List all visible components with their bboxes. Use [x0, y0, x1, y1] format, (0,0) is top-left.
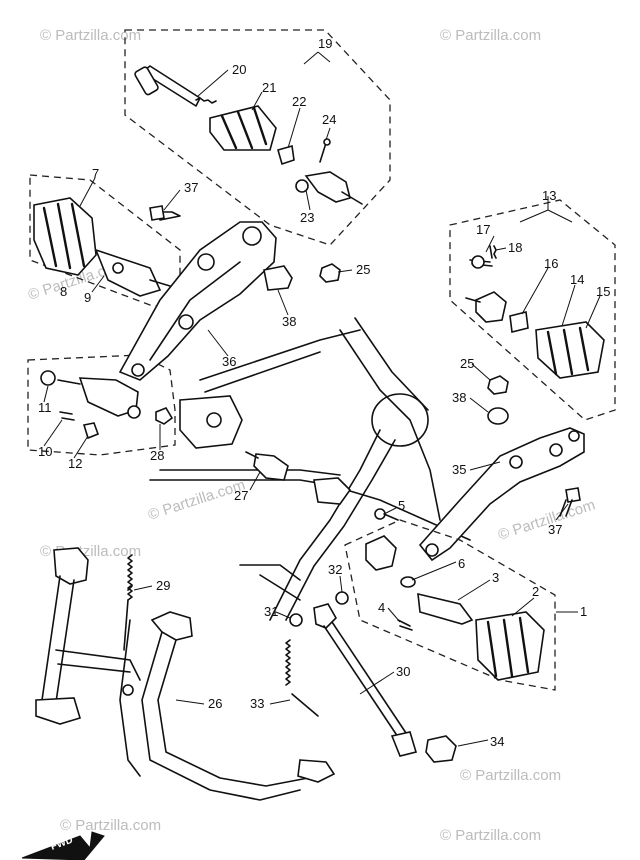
- part-label: 38: [452, 390, 466, 405]
- part-label: 29: [156, 578, 170, 593]
- group-13: [449, 199, 616, 421]
- part-label: 20: [232, 62, 246, 77]
- part-label: 7: [92, 166, 99, 181]
- part-label: 34: [490, 734, 504, 749]
- part-label: 25: [460, 356, 474, 371]
- part-label: 25: [356, 262, 370, 277]
- part-label: 3: [492, 570, 499, 585]
- part-label: 2: [532, 584, 539, 599]
- part-label: 26: [208, 696, 222, 711]
- fwd-arrow: FWD: [21, 831, 105, 860]
- part-label: 17: [476, 222, 490, 237]
- part-label: 9: [84, 290, 91, 305]
- part-35-bracket: [418, 375, 585, 562]
- part-label: 11: [38, 400, 52, 415]
- part-label: 12: [68, 456, 82, 471]
- part-label: 4: [378, 600, 385, 615]
- part-label: 16: [544, 256, 558, 271]
- group-19: [124, 29, 391, 246]
- part-label: 23: [300, 210, 314, 225]
- watermark: © Partzilla.com: [440, 827, 541, 844]
- group-1: [344, 508, 556, 691]
- watermark: © Partzilla.com: [496, 496, 597, 543]
- part-label: 33: [250, 696, 264, 711]
- part-label: 24: [322, 112, 336, 127]
- watermark: © Partzilla.com: [440, 27, 541, 44]
- part-label: 13: [542, 188, 556, 203]
- group-7: [29, 174, 181, 311]
- main-stand: [35, 547, 336, 801]
- center-parts: [155, 395, 352, 505]
- part-label: 27: [234, 488, 248, 503]
- part-label: 15: [596, 284, 610, 299]
- part-label: 21: [262, 80, 276, 95]
- part-label: 35: [452, 462, 466, 477]
- part-labels: 19 20 21 22 24 23 7 37 25 38 36 9 11 10 …: [38, 36, 610, 749]
- watermark: © Partzilla.com: [460, 767, 561, 784]
- part-label: 18: [508, 240, 522, 255]
- watermark: © Partzilla.com: [146, 476, 247, 523]
- part-label: 36: [222, 354, 236, 369]
- part-label: 30: [396, 664, 410, 679]
- part-label: 31: [264, 604, 278, 619]
- watermarks: © Partzilla.com © Partzilla.com © Partzi…: [26, 27, 597, 844]
- part-label: 8: [60, 284, 67, 299]
- part-label: 10: [38, 444, 52, 459]
- part-label: 37: [548, 522, 562, 537]
- leader-lines: [43, 51, 601, 747]
- part-label: 22: [292, 94, 306, 109]
- part-label: 19: [318, 36, 332, 51]
- part-label: 38: [282, 314, 296, 329]
- group-front-bracket: [27, 354, 176, 456]
- part-label: 6: [458, 556, 465, 571]
- part-label: 28: [150, 448, 164, 463]
- part-label: 14: [570, 272, 584, 287]
- part-36-bracket: [118, 205, 341, 381]
- watermark: © Partzilla.com: [40, 27, 141, 44]
- part-label: 5: [398, 498, 405, 513]
- part-label: 32: [328, 562, 342, 577]
- watermark: © Partzilla.com: [60, 817, 161, 834]
- side-stand: [285, 591, 457, 763]
- part-label: 1: [580, 604, 587, 619]
- frame-outline: [149, 317, 471, 621]
- part-label: 37: [184, 180, 198, 195]
